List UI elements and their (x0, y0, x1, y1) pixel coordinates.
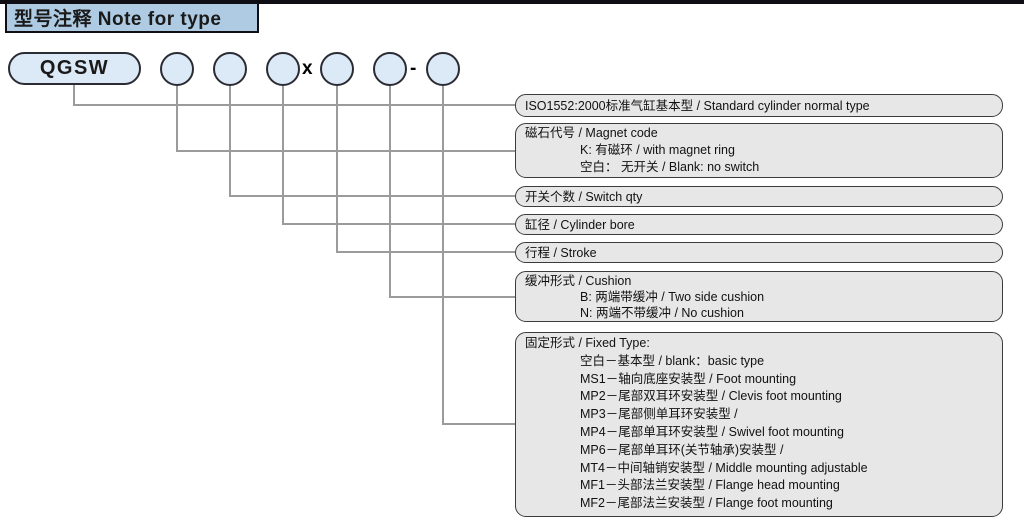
spec-line: K: 有磁环 / with magnet ring (580, 143, 735, 157)
spec-line: 缸径 / Cylinder bore (525, 217, 635, 232)
page-top-rule (0, 0, 1024, 4)
spec-line: ISO1552:2000标准气缸基本型 / Standard cylinder … (525, 98, 870, 113)
spec-line: MF2－尾部法兰安装型 / Flange foot mounting (580, 496, 833, 511)
connector-line-cushion (389, 86, 391, 298)
connector-line-fixed-type (442, 423, 515, 425)
model-position-circle-6 (426, 52, 460, 86)
spec-line: 固定形式 / Fixed Type: (525, 336, 650, 350)
spec-line: N: 两端不带缓冲 / No cushion (580, 306, 744, 320)
spec-line: MS1－轴向底座安装型 / Foot mounting (580, 371, 797, 386)
multiply-separator: x (302, 58, 313, 79)
spec-box-standard-type: ISO1552:2000标准气缸基本型 / Standard cylinder … (515, 94, 1003, 117)
spec-box-fixed-type: 固定形式 / Fixed Type: 空白－基本型 / blank：basic … (515, 332, 1003, 517)
spec-line: MP6－尾部单耳环(关节轴承)安装型 / (580, 442, 784, 457)
connector-line-fixed-type (442, 86, 444, 425)
spec-line: 空白－基本型 / blank：basic type (580, 353, 765, 368)
dash-separator: - (410, 58, 417, 79)
spec-line: 开关个数 / Switch qty (525, 189, 643, 204)
spec-line: MP2－尾部双耳环安装型 / Clevis foot mounting (580, 389, 842, 404)
model-position-circle-3 (266, 52, 300, 86)
connector-line-prefix (73, 85, 75, 106)
connector-line-bore (282, 223, 515, 225)
spec-line: MP4－尾部单耳环安装型 / Swivel foot mounting (580, 424, 844, 439)
spec-line: MF1－头部法兰安装型 / Flange head mounting (580, 478, 840, 493)
model-prefix-pill: QGSW (8, 52, 141, 85)
model-position-circle-5 (373, 52, 407, 86)
spec-line: 磁石代号 / Magnet code (525, 126, 658, 140)
connector-line-switch-qty (229, 195, 515, 197)
spec-box-stroke: 行程 / Stroke (515, 242, 1003, 263)
connector-line-magnet (176, 86, 178, 152)
connector-line-bore (282, 86, 284, 225)
spec-box-magnet-code: 磁石代号 / Magnet code K: 有磁环 / with magnet … (515, 123, 1003, 178)
spec-box-cushion: 缓冲形式 / Cushion B: 两端带缓冲 / Two side cushi… (515, 271, 1003, 322)
spec-line: B: 两端带缓冲 / Two side cushion (580, 290, 765, 304)
model-position-circle-2 (213, 52, 247, 86)
spec-box-cylinder-bore: 缸径 / Cylinder bore (515, 214, 1003, 235)
connector-line-stroke (336, 86, 338, 253)
model-position-circle-4 (320, 52, 354, 86)
spec-line: 空白： 无开关 / Blank: no switch (580, 160, 760, 174)
spec-line: MT4－中间轴销安装型 / Middle mounting adjustable (580, 460, 868, 475)
connector-line-magnet (176, 150, 515, 152)
page-title: 型号注释 Note for type (5, 2, 259, 33)
spec-box-switch-qty: 开关个数 / Switch qty (515, 186, 1003, 207)
connector-line-prefix (73, 104, 515, 106)
spec-line: 行程 / Stroke (525, 245, 597, 260)
model-position-circle-1 (160, 52, 194, 86)
spec-line: 缓冲形式 / Cushion (525, 274, 632, 288)
connector-line-stroke (336, 251, 515, 253)
connector-line-cushion (389, 296, 515, 298)
spec-line: MP3－尾部侧单耳环安装型 / (580, 407, 738, 422)
connector-line-switch-qty (229, 86, 231, 197)
